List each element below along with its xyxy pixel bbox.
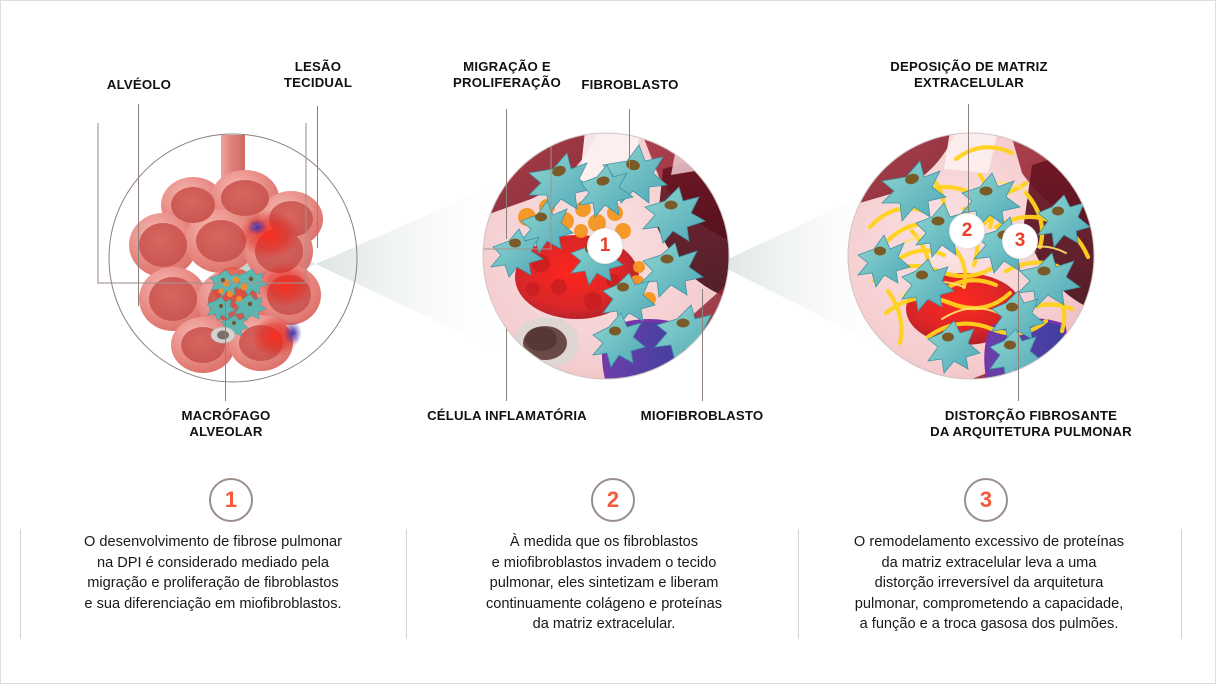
caption-step-1: O desenvolvimento de fibrose pulmonar na… — [84, 534, 342, 612]
label-celula-inflamatoria: CÉLULA INFLAMATÓRIA — [427, 408, 587, 423]
label-deposicao-matriz-extracelular: DEPOSIÇÃO DE MATRIZ EXTRACELULAR — [890, 59, 1048, 90]
leader-line-macrofago — [225, 301, 226, 401]
label-alveolo: ALVÉOLO — [106, 77, 172, 92]
panel-1-illustration — [93, 123, 373, 393]
inline-badge-3: 3 — [1002, 223, 1038, 259]
label-miofibroblasto: MIOFIBROBLASTO — [640, 408, 764, 423]
label-lesao-tecidual: LESÃO TECIDUAL — [283, 59, 353, 90]
caption-divider-1 — [406, 529, 407, 639]
step-badge-3: 3 — [964, 478, 1008, 522]
leader-line-fibroblasto — [629, 109, 630, 169]
step-badge-1: 1 — [209, 478, 253, 522]
zoom-cone-2-to-3 — [651, 181, 895, 353]
leader-line-celula-inflamatoria — [506, 329, 507, 401]
caption-divider-left — [20, 529, 21, 639]
inline-badge-2: 2 — [949, 213, 985, 249]
panel-2-illustration — [481, 131, 731, 381]
macrophage-cell — [210, 326, 236, 344]
panel-3-illustration — [846, 131, 1096, 381]
caption-step-3: O remodelamento excessivo de proteínas d… — [853, 534, 1125, 632]
label-distorcao-fibrosante: DISTORÇÃO FIBROSANTE DA ARQUITETURA PULM… — [930, 408, 1132, 439]
leader-line-migracao — [506, 109, 507, 239]
caption-divider-right — [1181, 529, 1182, 639]
step-badge-2: 2 — [591, 478, 635, 522]
zoom-cone-1-to-2 — [241, 177, 513, 357]
leader-line-alveolo — [138, 104, 139, 306]
leader-line-distorcao — [1018, 263, 1019, 401]
caption-step-2: À medida que os fibroblastos e miofibrob… — [485, 534, 723, 632]
label-fibroblasto: FIBROBLASTO — [581, 77, 679, 92]
leader-line-lesao-tecidual — [317, 106, 318, 248]
label-macrofago-alveolar: MACRÓFAGO ALVEOLAR — [181, 408, 271, 439]
leader-line-deposicao — [968, 104, 969, 224]
caption-divider-2 — [798, 529, 799, 639]
leader-line-miofibroblasto — [702, 289, 703, 401]
label-migracao-proliferacao: MIGRAÇÃO E PROLIFERAÇÃO — [453, 59, 561, 90]
inline-badge-1: 1 — [587, 228, 623, 264]
